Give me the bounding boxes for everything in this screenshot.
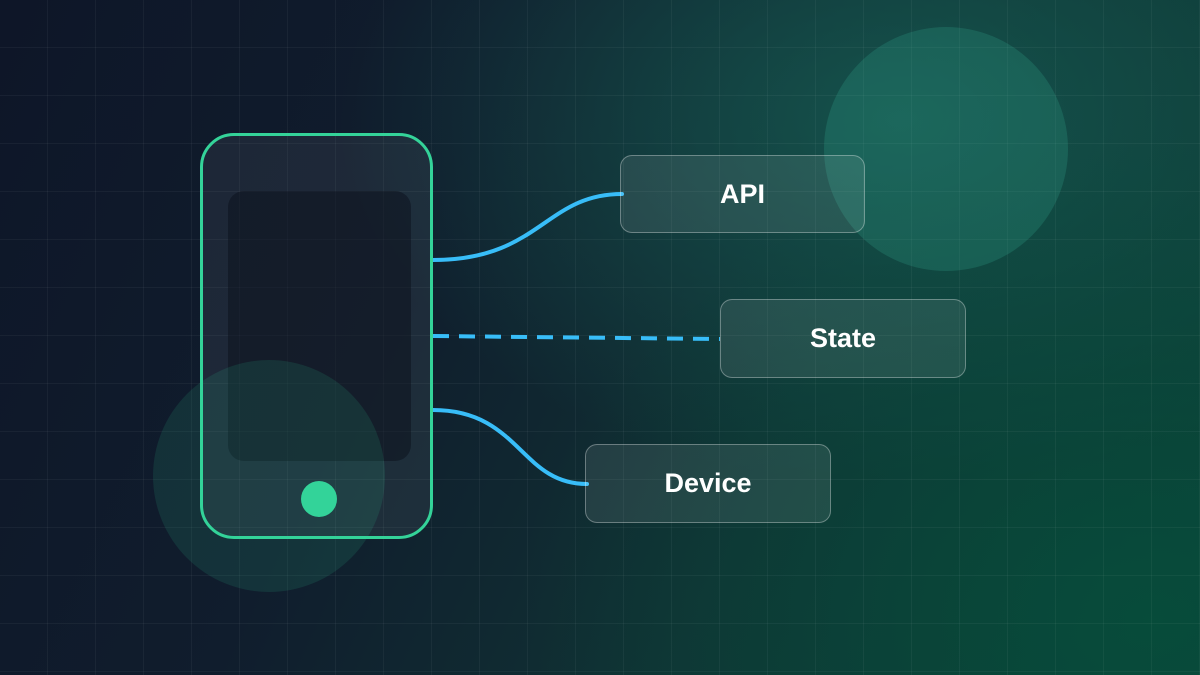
phone-screen [228, 191, 411, 461]
decorative-circle-bottom [153, 360, 385, 592]
decorative-circle-top [824, 27, 1068, 271]
node-api: API [620, 155, 865, 233]
connector-api [431, 192, 624, 262]
phone-home-button [301, 481, 337, 517]
smartphone-icon [200, 133, 433, 539]
node-state-label: State [809, 323, 877, 353]
connector-device [431, 408, 589, 486]
node-state: State [720, 299, 966, 378]
node-api-label: API [719, 178, 765, 209]
node-device: Device [585, 444, 831, 523]
node-device-label: Device [664, 468, 752, 498]
connector-state [432, 334, 721, 341]
